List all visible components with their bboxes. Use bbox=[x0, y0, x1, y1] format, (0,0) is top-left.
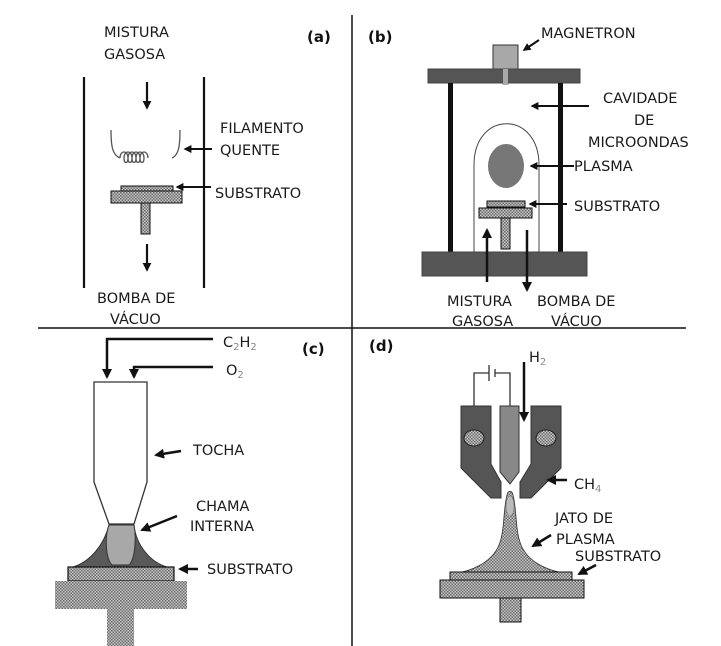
panel-b-gas-inlet-label-2: GASOSA bbox=[452, 314, 513, 330]
panel-c-fuel-label-sub1: 2 bbox=[233, 342, 239, 353]
panel-c-oxidizer-line-icon bbox=[129, 365, 213, 379]
panel-d-cathode bbox=[499, 405, 520, 485]
panel-c-torch bbox=[93, 381, 148, 525]
panel-c-oxidizer-label-sub: 2 bbox=[237, 370, 243, 381]
panel-d-jet-label-2: PLASMA bbox=[556, 532, 615, 548]
panel-d-substrate-arrow-icon bbox=[577, 563, 597, 576]
panel-b-plasma bbox=[488, 144, 524, 188]
panel-b-substrate-holder-plate bbox=[478, 207, 533, 219]
panel-c-fuel-label-c: C bbox=[223, 335, 233, 351]
panel-d-plasma-jet: (d) H2 CH4 JATO DE PLASMA SUBSTRATO bbox=[369, 337, 661, 623]
panel-c-tag: (c) bbox=[302, 340, 325, 358]
panel-b-waveguide-inner bbox=[503, 69, 508, 84]
panel-d-ch4-label-ch: CH bbox=[574, 477, 595, 493]
panel-a-pump-label-2: VÁCUO bbox=[110, 311, 161, 328]
panel-c-fuel-label-sub2: 2 bbox=[250, 342, 256, 353]
panel-a-gas-inlet-label-2: GASOSA bbox=[104, 47, 165, 63]
panel-c-flame-label-1: CHAMA bbox=[196, 499, 249, 515]
panel-b-pump-label-1: BOMBA DE bbox=[537, 294, 615, 310]
panel-a-substrate-holder-plate bbox=[110, 190, 183, 204]
panel-c-inner-flame bbox=[105, 524, 136, 566]
panel-d-anode-left bbox=[460, 405, 502, 499]
panel-d-power-supply-icon bbox=[473, 365, 511, 406]
panel-d-cooling-channel-right bbox=[535, 429, 557, 447]
panel-d-cooling-channel-left bbox=[463, 429, 485, 447]
panel-c-fuel-label: C2H2 bbox=[223, 335, 257, 353]
panel-c-substrate-label: SUBSTRATO bbox=[207, 562, 293, 578]
panel-c-holder-block bbox=[55, 581, 187, 609]
panel-a-pump-label-1: BOMBA DE bbox=[97, 291, 175, 307]
panel-c-flame-arrow-icon bbox=[140, 514, 178, 532]
panel-b-substrate bbox=[486, 200, 526, 208]
panel-a-substrate bbox=[120, 185, 174, 192]
panel-b-cavity-label-3: MICROONDAS bbox=[588, 135, 689, 151]
panel-c-combustion-flame: (c) C2H2 O2 TOCHA CHAMA INTERNA SUBSTRAT… bbox=[55, 335, 325, 646]
panel-d-jet-arrow-icon bbox=[531, 533, 552, 548]
panel-b-microwave-plasma: (b) MAGNETRON CAVIDADE DE MICROONDAS PLA… bbox=[368, 26, 689, 330]
panel-b-column-right bbox=[558, 83, 563, 252]
panel-b-pump-label-2: VÁCUO bbox=[551, 313, 602, 330]
panel-c-oxidizer-label: O2 bbox=[226, 363, 244, 381]
panel-a-substrate-label: SUBSTRATO bbox=[215, 186, 301, 202]
panel-d-substrate-label: SUBSTRATO bbox=[575, 549, 661, 565]
panel-c-oxidizer-label-o: O bbox=[226, 363, 237, 379]
panel-b-substrate-holder-stem bbox=[500, 217, 511, 250]
panel-a-gas-inlet-label-1: MISTURA bbox=[104, 25, 169, 41]
panel-d-holder-plate bbox=[439, 579, 585, 599]
panel-a-filament-label-1: FILAMENTO bbox=[220, 121, 304, 137]
panel-b-plasma-label: PLASMA bbox=[574, 159, 633, 175]
panel-b-magnetron-arrow-icon bbox=[522, 39, 540, 51]
panel-b-base-plate bbox=[421, 251, 588, 277]
panel-d-plasma-core bbox=[505, 495, 515, 517]
panel-a-tag: (a) bbox=[307, 28, 331, 46]
panel-d-h2-label-sub: 2 bbox=[540, 357, 546, 368]
panel-b-tag: (b) bbox=[368, 28, 392, 46]
panel-d-anode-right bbox=[519, 405, 562, 499]
panel-c-fuel-line-icon bbox=[102, 337, 213, 379]
panel-c-holder-stem bbox=[107, 609, 134, 646]
panel-c-substrate bbox=[67, 566, 175, 582]
panel-d-jet-label-1: JATO DE bbox=[554, 511, 613, 527]
panel-d-plasma-jet-plume bbox=[449, 490, 573, 575]
panel-d-substrate bbox=[449, 571, 573, 581]
panel-b-gas-inlet-label-1: MISTURA bbox=[447, 294, 512, 310]
panel-b-magnetron-label: MAGNETRON bbox=[541, 26, 636, 42]
panel-a-filament-label-2: QUENTE bbox=[220, 143, 280, 159]
panel-d-holder-stem bbox=[499, 597, 522, 623]
panel-b-magnetron bbox=[492, 44, 519, 70]
panel-d-tag: (d) bbox=[369, 337, 393, 355]
panel-c-torch-label: TOCHA bbox=[192, 443, 244, 459]
panel-d-ch4-label-sub: 4 bbox=[595, 484, 601, 495]
panel-a-substrate-holder-stem bbox=[140, 202, 151, 235]
panel-d-ch4-label: CH4 bbox=[574, 477, 601, 495]
panel-b-substrate-label: SUBSTRATO bbox=[574, 199, 660, 215]
panel-a-filament-icon bbox=[110, 129, 181, 164]
panel-b-cavity-label-1: CAVIDADE bbox=[603, 91, 677, 107]
panel-d-h2-label: H2 bbox=[529, 350, 546, 368]
panel-b-cavity-label-2: DE bbox=[634, 113, 654, 129]
panel-d-h2-label-h: H bbox=[529, 350, 540, 366]
panel-a-hot-filament: (a) MISTURA GASOSA FILAMENTO QUENTE SUBS… bbox=[82, 25, 331, 328]
panel-b-column-left bbox=[448, 83, 453, 252]
panel-c-fuel-label-h: H bbox=[240, 335, 251, 351]
panel-c-flame-label-2: INTERNA bbox=[190, 519, 254, 535]
panel-b-bell-jar bbox=[473, 123, 540, 252]
panel-c-torch-arrow-icon bbox=[154, 448, 182, 459]
